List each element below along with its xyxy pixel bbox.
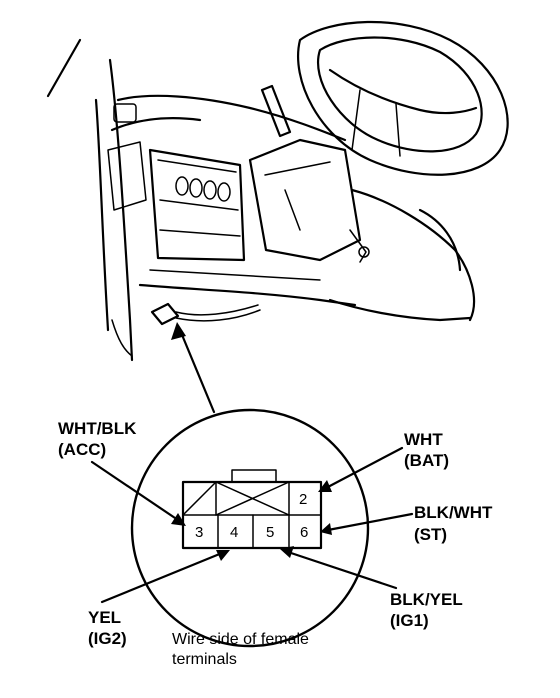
- pin-6: 6: [300, 524, 308, 541]
- label-ig2: (IG2): [88, 629, 127, 648]
- pin-2: 2: [299, 491, 307, 508]
- pin-3: 3: [195, 524, 203, 541]
- label-ig1: (IG1): [390, 611, 429, 630]
- dashboard-illustration: [46, 20, 509, 414]
- label-st: (ST): [414, 525, 447, 544]
- leader-lines: [90, 446, 414, 604]
- caption-line-2: terminals: [172, 651, 237, 668]
- pin-5: 5: [266, 524, 274, 541]
- connector-zoom-circle: [130, 408, 370, 648]
- label-wht-blk: WHT/BLK: [58, 419, 137, 438]
- label-blk-yel: BLK/YEL: [390, 590, 463, 609]
- label-yel: YEL: [88, 608, 121, 627]
- label-wht: WHT: [404, 430, 443, 449]
- pin-4: 4: [230, 524, 238, 541]
- connector-face: [181, 469, 323, 550]
- label-blk-wht: BLK/WHT: [414, 503, 493, 522]
- label-bat: (BAT): [404, 451, 449, 470]
- caption-line-1: Wire side of female: [172, 631, 309, 648]
- label-acc: (ACC): [58, 440, 106, 459]
